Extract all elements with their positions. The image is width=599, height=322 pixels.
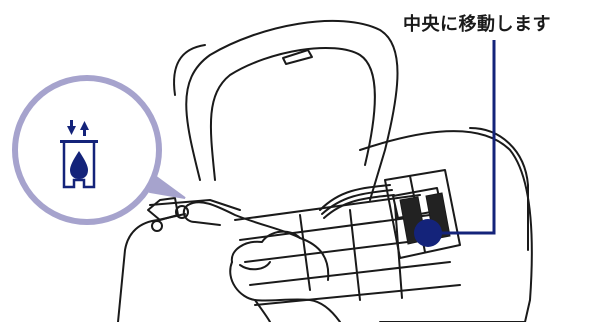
hand-curled-finger [240, 262, 270, 269]
lid-support-left [174, 45, 205, 95]
printer-base [118, 214, 185, 322]
power-button-area [148, 198, 178, 220]
small-button [152, 221, 162, 231]
hand-palm [230, 262, 340, 322]
callout-pointer-dot [414, 219, 442, 247]
hand-fingertip [184, 205, 220, 225]
arrow-down-stem [70, 120, 73, 127]
ink-box-top-bar [60, 140, 98, 143]
interior-rail-4 [250, 262, 450, 285]
printer-lid [186, 21, 397, 200]
magnify-bubble [15, 78, 159, 222]
lid-inner-edge [211, 48, 375, 180]
arrow-up-stem [83, 129, 86, 136]
printer-base-top [150, 200, 240, 210]
hand-finger [188, 202, 300, 238]
interior-rail-5 [255, 285, 460, 305]
ribbon-cable [320, 185, 394, 218]
